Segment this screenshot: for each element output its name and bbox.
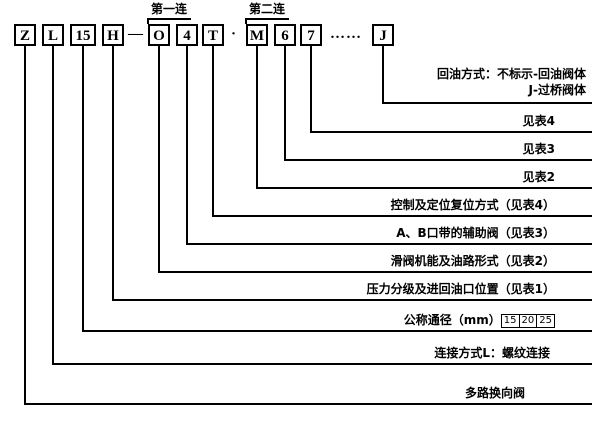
callout-label-line2: J-过桥阀体: [528, 83, 586, 97]
leader-horizontal-line: [24, 403, 592, 405]
code-separator-dash: —: [128, 26, 144, 42]
leader-horizontal-line: [310, 131, 592, 133]
leader-horizontal-line: [382, 102, 592, 104]
diameter-option-25: 25: [536, 314, 555, 328]
leader-horizontal-line: [158, 271, 592, 273]
code-segment-J: J: [372, 24, 394, 46]
callout-label-control-reset: 控制及定位复位方式（见表4）: [390, 198, 555, 212]
callout-label-spool-function: 滑阀机能及油路形式（见表2）: [390, 254, 555, 268]
leader-horizontal-line: [82, 330, 592, 332]
code-segment-15: 15: [70, 24, 96, 46]
leader-horizontal-line: [186, 243, 592, 245]
leader-horizontal-line: [112, 299, 592, 301]
leader-vertical-line: [52, 46, 54, 365]
leader-vertical-line: [158, 46, 160, 273]
leader-vertical-line: [284, 46, 286, 161]
leader-vertical-line: [382, 46, 384, 104]
leader-vertical-line: [212, 46, 214, 217]
code-segment-L: L: [42, 24, 64, 46]
leader-horizontal-line: [212, 215, 592, 217]
leader-vertical-line: [256, 46, 258, 189]
leader-vertical-line: [82, 46, 84, 332]
callout-label-auxiliary-valve: A、B口带的辅助阀（见表3）: [396, 226, 555, 240]
callout-label-valve-name: 多路换向阀: [464, 386, 525, 400]
leader-vertical-line: [310, 46, 312, 133]
code-separator-ellipsis: ……: [330, 26, 362, 42]
code-separator-dot: ·: [230, 26, 237, 42]
code-segment-T: T: [202, 24, 224, 46]
code-segment-O: O: [148, 24, 170, 46]
diameter-option-20: 20: [518, 314, 538, 328]
leader-vertical-line: [186, 46, 188, 245]
callout-label-return-oil: 回油方式：不标示-回油阀体 J-过桥阀体: [437, 66, 586, 98]
callout-label-table2: 见表2: [522, 170, 555, 184]
callout-label-table3: 见表3: [522, 142, 555, 156]
code-segment-M: M: [246, 24, 268, 46]
diameter-option-15: 15: [500, 314, 520, 328]
callout-label-table4: 见表4: [522, 114, 555, 128]
code-segment-7: 7: [300, 24, 322, 46]
callout-label-connection-type: 连接方式L：螺纹连接: [434, 346, 550, 360]
code-segment-H: H: [102, 24, 124, 46]
nominal-diameter-prefix: 公称通径（mm）: [403, 313, 501, 327]
leader-horizontal-line: [284, 159, 592, 161]
group-label-first-union: 第一连: [147, 2, 192, 24]
code-segment-6: 6: [274, 24, 296, 46]
group-label-second-union: 第二连: [245, 2, 290, 24]
leader-vertical-line: [112, 46, 114, 301]
callout-label-pressure-grade: 压力分级及进回油口位置（见表1）: [366, 282, 555, 296]
code-segment-Z: Z: [14, 24, 36, 46]
leader-vertical-line: [24, 46, 26, 405]
leader-horizontal-line: [52, 363, 592, 365]
callout-label-line1: 回油方式：不标示-回油阀体: [437, 67, 586, 81]
leader-horizontal-line: [256, 187, 592, 189]
code-segment-4: 4: [176, 24, 198, 46]
